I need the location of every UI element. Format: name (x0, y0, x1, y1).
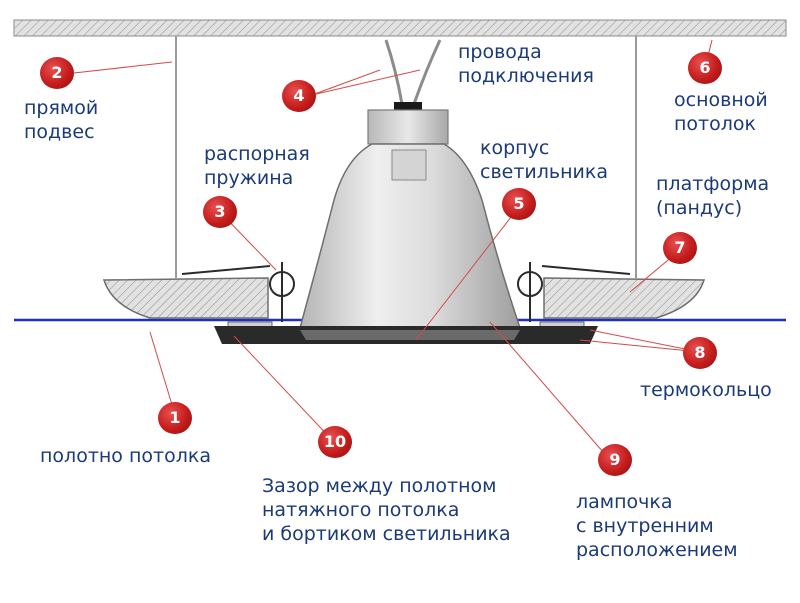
callout-badge-2: 2 (40, 57, 74, 89)
callout-badge-5: 5 (502, 188, 536, 220)
label-main-ceiling: основной потолок (674, 89, 768, 135)
wire-clamp (394, 102, 422, 112)
callout-badge-6: 6 (688, 52, 722, 84)
lamp-socket (391, 149, 427, 181)
callout-badge-7: 7 (663, 232, 697, 264)
bezel-highlight (300, 330, 520, 340)
right-platform (543, 277, 706, 319)
left-spring (181, 262, 295, 322)
label-gap-description: Зазор между полотном натяжного потолка и… (262, 475, 511, 545)
right-spring (517, 262, 631, 322)
left-platform (102, 277, 269, 319)
label-fixture-body: корпус светильника (480, 137, 608, 183)
callout-badge-3: 3 (203, 196, 237, 228)
callout-badge-8: 8 (683, 337, 717, 369)
label-connection-wires: провода подключения (458, 41, 594, 87)
callout-badge-1: 1 (158, 402, 192, 434)
label-thermo-ring: термокольцо (640, 379, 772, 401)
callout-badge-4: 4 (282, 80, 316, 112)
label-spacer-spring: распорная пружина (204, 143, 310, 189)
main-ceiling-slab (13, 19, 787, 37)
label-platform: платформа (пандус) (656, 173, 770, 219)
callout-badge-10: 10 (318, 426, 352, 458)
label-direct-hanger: прямой подвес (24, 97, 99, 143)
terminal-block (367, 109, 449, 145)
label-ceiling-film: полотно потолка (40, 445, 211, 467)
connection-wires (384, 39, 442, 105)
label-internal-lamp: лампочка с внутренним расположением (576, 491, 738, 561)
callout-badge-9: 9 (598, 444, 632, 476)
